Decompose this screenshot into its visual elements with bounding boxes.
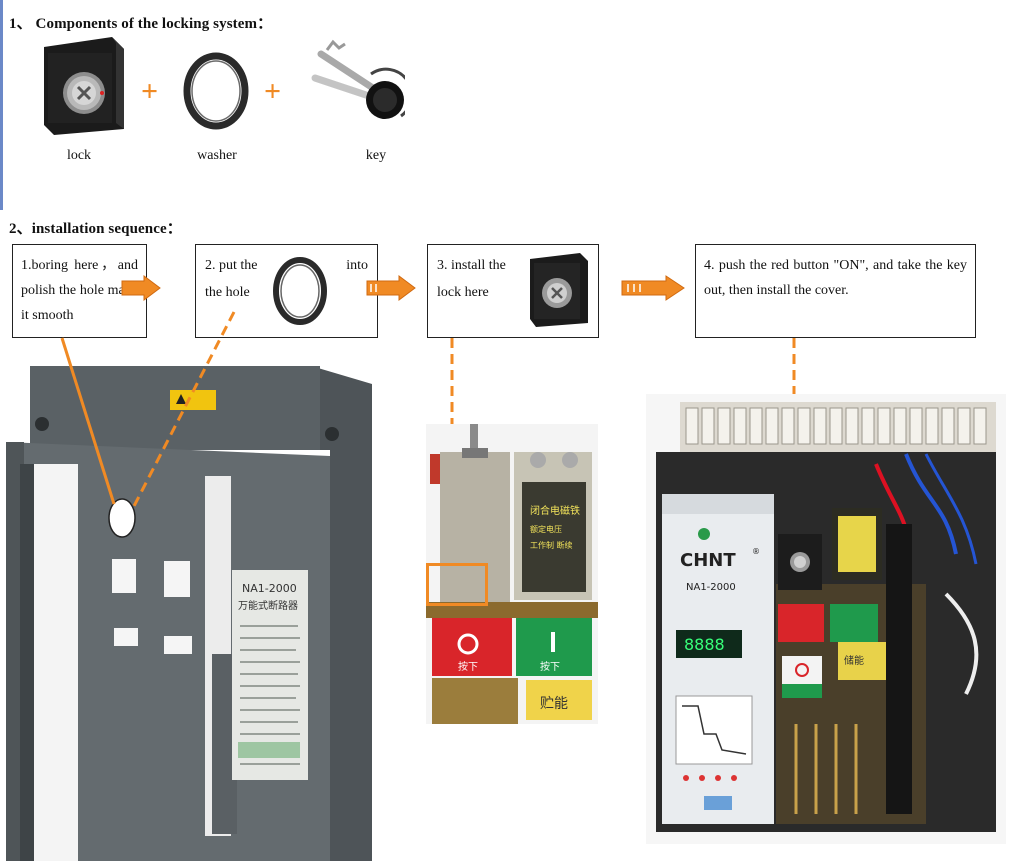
lock-icon bbox=[44, 37, 124, 135]
nameplate-model: NA1-2000 bbox=[242, 582, 297, 595]
charge-label: 贮能 bbox=[540, 696, 568, 712]
charge-indicator-label: 储能 bbox=[844, 654, 864, 667]
controller-display: 8888 bbox=[684, 635, 725, 654]
step-1-text: 1.boring here，and polish the hole make i… bbox=[21, 258, 138, 323]
step-3-box: 3. install the lock here bbox=[427, 244, 599, 338]
right-arrow-icon bbox=[621, 275, 685, 301]
nameplate-type: 万能式断路器 bbox=[238, 599, 298, 612]
step-2-text-c: the hole bbox=[205, 285, 250, 300]
step-4-box: 4. push the red button "ON", and take th… bbox=[695, 244, 976, 338]
step-2-text-b: into bbox=[346, 258, 368, 273]
solenoid-duty: 工作制 断续 bbox=[530, 540, 573, 550]
plus-sign-1: + bbox=[141, 75, 159, 108]
step-1-pointer-line bbox=[60, 337, 116, 505]
washer-caption: washer bbox=[197, 148, 237, 163]
plus-sign-2: + bbox=[264, 75, 282, 108]
washer-icon bbox=[273, 257, 327, 325]
step-3-text-b: lock here bbox=[437, 285, 489, 300]
red-button-label: 按下 bbox=[458, 660, 478, 673]
solenoid-voltage: 额定电压 bbox=[530, 524, 562, 534]
section2-heading: 2、installation sequence： bbox=[9, 221, 182, 237]
lock-position-highlight bbox=[426, 563, 488, 606]
solenoid-label: 闭合电磁铁 bbox=[530, 504, 580, 517]
brand-logo: CHNT bbox=[680, 550, 736, 571]
right-arrow-icon bbox=[121, 275, 161, 301]
brand-registered-mark: ® bbox=[752, 547, 760, 556]
controller-model: NA1-2000 bbox=[686, 582, 736, 593]
lock-icon bbox=[530, 253, 588, 327]
breaker-photo: CHNT ® NA1-2000 8888 储能 bbox=[646, 394, 1006, 844]
key-caption: key bbox=[365, 148, 387, 163]
section1-heading: 1、 Components of the locking system： bbox=[9, 16, 273, 32]
step-2-box: 2. put the into the hole bbox=[195, 244, 378, 338]
step-2-pointer-line bbox=[130, 311, 236, 511]
lock-caption: lock bbox=[66, 148, 92, 163]
step-3-text-a: 3. install the bbox=[437, 258, 506, 273]
washer-icon bbox=[183, 52, 249, 130]
key-icon bbox=[311, 39, 405, 119]
breaker-cover-photo: NA1-2000 万能式断路器 bbox=[6, 366, 372, 861]
step-2-text-a: 2. put the bbox=[205, 258, 258, 273]
green-button-label: 按下 bbox=[540, 660, 560, 673]
mechanism-photo: 闭合电磁铁 额定电压 工作制 断续 按下 按下 贮能 bbox=[426, 424, 598, 724]
left-margin-rule bbox=[0, 0, 3, 210]
right-arrow-icon bbox=[366, 275, 416, 301]
step-4-text: 4. push the red button "ON", and take th… bbox=[704, 258, 967, 298]
